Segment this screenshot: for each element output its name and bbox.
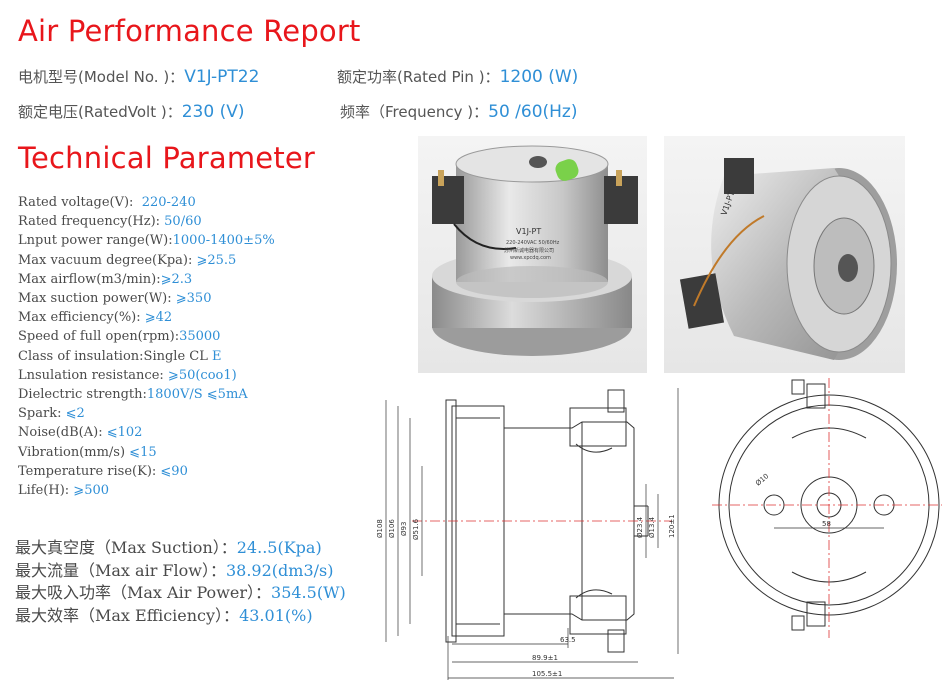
spec-value: 1800V/S ⩽5mA [146, 387, 248, 403]
spec-row: Noise(dB(A): ⩽102 [18, 423, 408, 442]
motor-end-view-drawing: 58 Ø10 [712, 378, 942, 638]
rated-pin-label: 额定功率(Rated Pin )： [337, 68, 500, 86]
rated-pin-value: 1200 (W) [499, 67, 579, 87]
spec-value: 1000-1400±5% [172, 233, 275, 249]
spec-label: Max airflow(m3/min): [18, 271, 161, 287]
spec-value: 35000 [179, 329, 221, 345]
performance-value: 43.01(%) [239, 605, 313, 625]
spec-value: ⩾2.3 [160, 271, 193, 287]
performance-label: 最大真空度（Max Suction）： [15, 538, 237, 557]
performance-row: 最大吸入功率（Max Air Power）：354.5(W) [15, 582, 395, 605]
motor-photo-front: V1J-PT 220-240VAC 50/60Hz 苏州新诚电器有限公司 www… [418, 136, 647, 373]
spec-label: Max suction power(W): [18, 291, 176, 307]
spec-value: ⩽2 [65, 406, 85, 422]
spec-row: Temperature rise(K): ⩽90 [18, 462, 408, 481]
spec-value: 50/60 [164, 214, 202, 230]
dim-d108: Ø108 [376, 519, 384, 538]
spec-value: ⩽90 [160, 463, 188, 479]
dim-w105: 105.5±1 [532, 670, 562, 678]
performance-label: 最大流量（Max air Flow）： [15, 560, 226, 580]
dim-w58: 58 [822, 520, 831, 528]
spec-value: 220-240 [141, 195, 196, 210]
model-label: 电机型号(Model No. )： [18, 68, 185, 86]
spec-label: Lnput power range(W): [18, 233, 173, 249]
technical-parameter-title: Technical Parameter [18, 141, 316, 175]
motor-section-drawing: Ø108 Ø106 Ø93 Ø51.6 Ø23.4 Ø13.4 120±1 63… [376, 388, 679, 680]
performance-row: 最大效率（Max Efficiency）：43.01(%) [15, 605, 395, 628]
spec-value: ⩾25.5 [196, 252, 237, 268]
spec-value: ⩽15 [129, 444, 157, 460]
spec-value: ⩾350 [175, 291, 212, 307]
photo1-web-text: www.xpcdq.com [510, 255, 551, 261]
spec-row: Rated voltage(V): 220-240 [18, 193, 408, 212]
dim-d106: Ø106 [388, 519, 396, 538]
spec-label: Temperature rise(K): [18, 463, 161, 479]
spec-label: Class of insulation:Single CL [18, 348, 212, 364]
spec-row: Rated frequency(Hz): 50/60 [18, 212, 408, 231]
spec-label: Rated frequency(Hz): [18, 214, 165, 230]
performance-value: 24..5(Kpa) [236, 538, 322, 557]
photo1-rating-text: 220-240VAC 50/60Hz [506, 240, 560, 246]
performance-label: 最大吸入功率（Max Air Power）： [15, 583, 272, 602]
spec-row: Dielectric strength:1800V/S ⩽5mA [18, 385, 408, 404]
rated-volt-label: 额定电压(RatedVolt )： [18, 103, 182, 121]
rated-pin-row: 额定功率(Rated Pin )：1200 (W) [337, 66, 578, 87]
spec-value: ⩾42 [144, 310, 173, 326]
spec-row: Max airflow(m3/min):⩾2.3 [18, 270, 408, 289]
dim-w89: 89.9±1 [532, 654, 558, 662]
spec-label: Life(H): [18, 483, 74, 499]
spec-row: Max efficiency(%): ⩾42 [18, 308, 408, 327]
motor-side-illustration: V1J-PT [679, 158, 897, 360]
spec-row: Max vacuum degree(Kpa): ⩾25.5 [18, 251, 408, 270]
spec-label: Max efficiency(%): [18, 310, 145, 326]
rated-volt-row: 额定电压(RatedVolt )：230 (V) [18, 101, 244, 122]
performance-label: 最大效率（Max Efficiency）： [15, 605, 240, 625]
performance-list: 最大真空度（Max Suction）：24..5(Kpa)最大流量（Max ai… [15, 537, 395, 627]
spec-value: ⩾50(coo1) [167, 367, 237, 383]
spec-label: Lnsulation resistance: [18, 367, 168, 383]
report-title: Air Performance Report [18, 14, 361, 48]
spec-row: Spark: ⩽2 [18, 404, 408, 423]
spec-row: Life(H): ⩾500 [18, 481, 408, 500]
spec-row: Lnsulation resistance: ⩾50(coo1) [18, 366, 408, 385]
motor-photo-side: V1J-PT [664, 136, 905, 373]
spec-label: Speed of full open(rpm): [18, 329, 180, 345]
spec-row: Speed of full open(rpm):35000 [18, 327, 408, 346]
dim-w63: 63.5 [560, 636, 576, 644]
spec-row: Max suction power(W): ⩾350 [18, 289, 408, 308]
spec-label: Rated voltage(V): [18, 195, 142, 210]
dim-d51: Ø51.6 [412, 518, 420, 540]
dim-hole-diameter: Ø10 [754, 472, 770, 487]
dim-d93: Ø93 [400, 522, 408, 536]
spec-row: Class of insulation:Single CL E [18, 347, 408, 366]
performance-value: 354.5(W) [271, 583, 346, 602]
photo1-maker-text: 苏州新诚电器有限公司 [504, 247, 554, 254]
spec-label: Spark: [18, 406, 66, 422]
motor-front-illustration: V1J-PT 220-240VAC 50/60Hz 苏州新诚电器有限公司 www… [432, 145, 638, 356]
spec-value: E [212, 348, 222, 364]
spec-label: Noise(dB(A): [18, 425, 107, 441]
spec-label: Dielectric strength: [18, 387, 147, 403]
dim-d13: Ø13.4 [648, 516, 656, 538]
spec-label: Vibration(mm/s) [18, 444, 130, 460]
model-value: V1J-PT22 [184, 67, 260, 87]
performance-row: 最大真空度（Max Suction）：24..5(Kpa) [15, 537, 395, 560]
spec-value: ⩾500 [73, 483, 110, 499]
rated-volt-value: 230 (V) [181, 102, 245, 122]
dim-h120: 120±1 [668, 514, 676, 538]
spec-row: Lnput power range(W):1000-1400±5% [18, 231, 408, 250]
frequency-value: 50 /60(Hz) [488, 102, 578, 122]
model-row: 电机型号(Model No. )：V1J-PT22 [18, 66, 259, 87]
performance-value: 38.92(dm3/s) [225, 560, 334, 580]
spec-row: Vibration(mm/s) ⩽15 [18, 443, 408, 462]
performance-row: 最大流量（Max air Flow）：38.92(dm3/s) [15, 560, 395, 583]
spec-label: Max vacuum degree(Kpa): [18, 252, 197, 268]
photo1-model-text: V1J-PT [516, 227, 541, 236]
spec-value: ⩽102 [106, 425, 143, 441]
frequency-row: 频率（Frequency )：50 /60(Hz) [340, 101, 578, 122]
frequency-label: 频率（Frequency )： [340, 103, 489, 121]
dim-d23: Ø23.4 [636, 516, 644, 538]
